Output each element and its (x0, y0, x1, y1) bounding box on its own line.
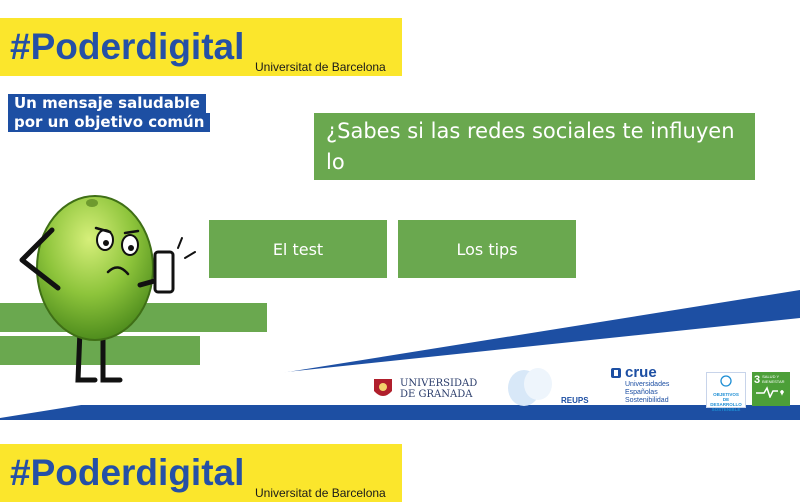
header-title: #Poderdigital (10, 26, 245, 67)
footer-title: #Poderdigital (10, 452, 245, 493)
green-stripe-2 (0, 336, 200, 365)
ugr-crest-icon (374, 379, 392, 396)
section-divider (0, 420, 800, 432)
el-test-button[interactable]: El test (209, 220, 387, 278)
sdg3-text: SALUD Y BIENESTAR (762, 374, 785, 384)
olive-mascot-illustration (19, 195, 196, 383)
blue-wave-background (0, 290, 800, 420)
footer-banner (0, 444, 402, 502)
reups-label: REUPS (561, 396, 589, 405)
crue-line2: Españolas (625, 389, 658, 396)
footer-subtitle: Universitat de Barcelona (255, 486, 386, 500)
ugr-line1: UNIVERSIDAD (400, 378, 478, 389)
ugr-logo: UNIVERSIDAD DE GRANADA (372, 376, 482, 402)
header-banner (0, 18, 402, 76)
ods-line2: DE DESARROLLO (710, 397, 742, 407)
sdg3-logo: 3 SALUD Y BIENESTAR (752, 372, 790, 406)
crue-name: crue (625, 364, 657, 381)
ods-logo: OBJETIVOS DE DESARROLLO SOSTENIBLE (706, 372, 746, 412)
crue-logo: crue Universidades Españolas Sostenibili… (610, 364, 690, 408)
question-line1: ¿Sabes si las redes sociales te influyen… (326, 119, 735, 174)
sdg3-number: 3 (754, 374, 761, 386)
reups-flower-icon (508, 368, 552, 406)
question-line2: suficiente para producirte tecnoestrés? (326, 181, 739, 205)
heartbeat-icon (756, 386, 784, 398)
question-box: ¿Sabes si las redes sociales te influyen… (314, 113, 755, 205)
crue-mark-icon (611, 367, 621, 378)
un-emblem-icon (720, 375, 732, 387)
header-subtitle: Universitat de Barcelona (255, 60, 386, 74)
tagline-line1: Un mensaje saludable (8, 94, 206, 113)
ods-line1: OBJETIVOS (713, 392, 739, 397)
crue-line1: Universidades (625, 381, 670, 388)
crue-line3: Sostenibilidad (625, 397, 669, 404)
los-tips-button[interactable]: Los tips (398, 220, 576, 278)
reups-logo: REUPS (504, 362, 594, 410)
ugr-line2: DE GRANADA (400, 389, 473, 400)
ods-line3: SOSTENIBLE (711, 407, 741, 412)
tagline-line2: por un objetivo común (8, 113, 211, 132)
